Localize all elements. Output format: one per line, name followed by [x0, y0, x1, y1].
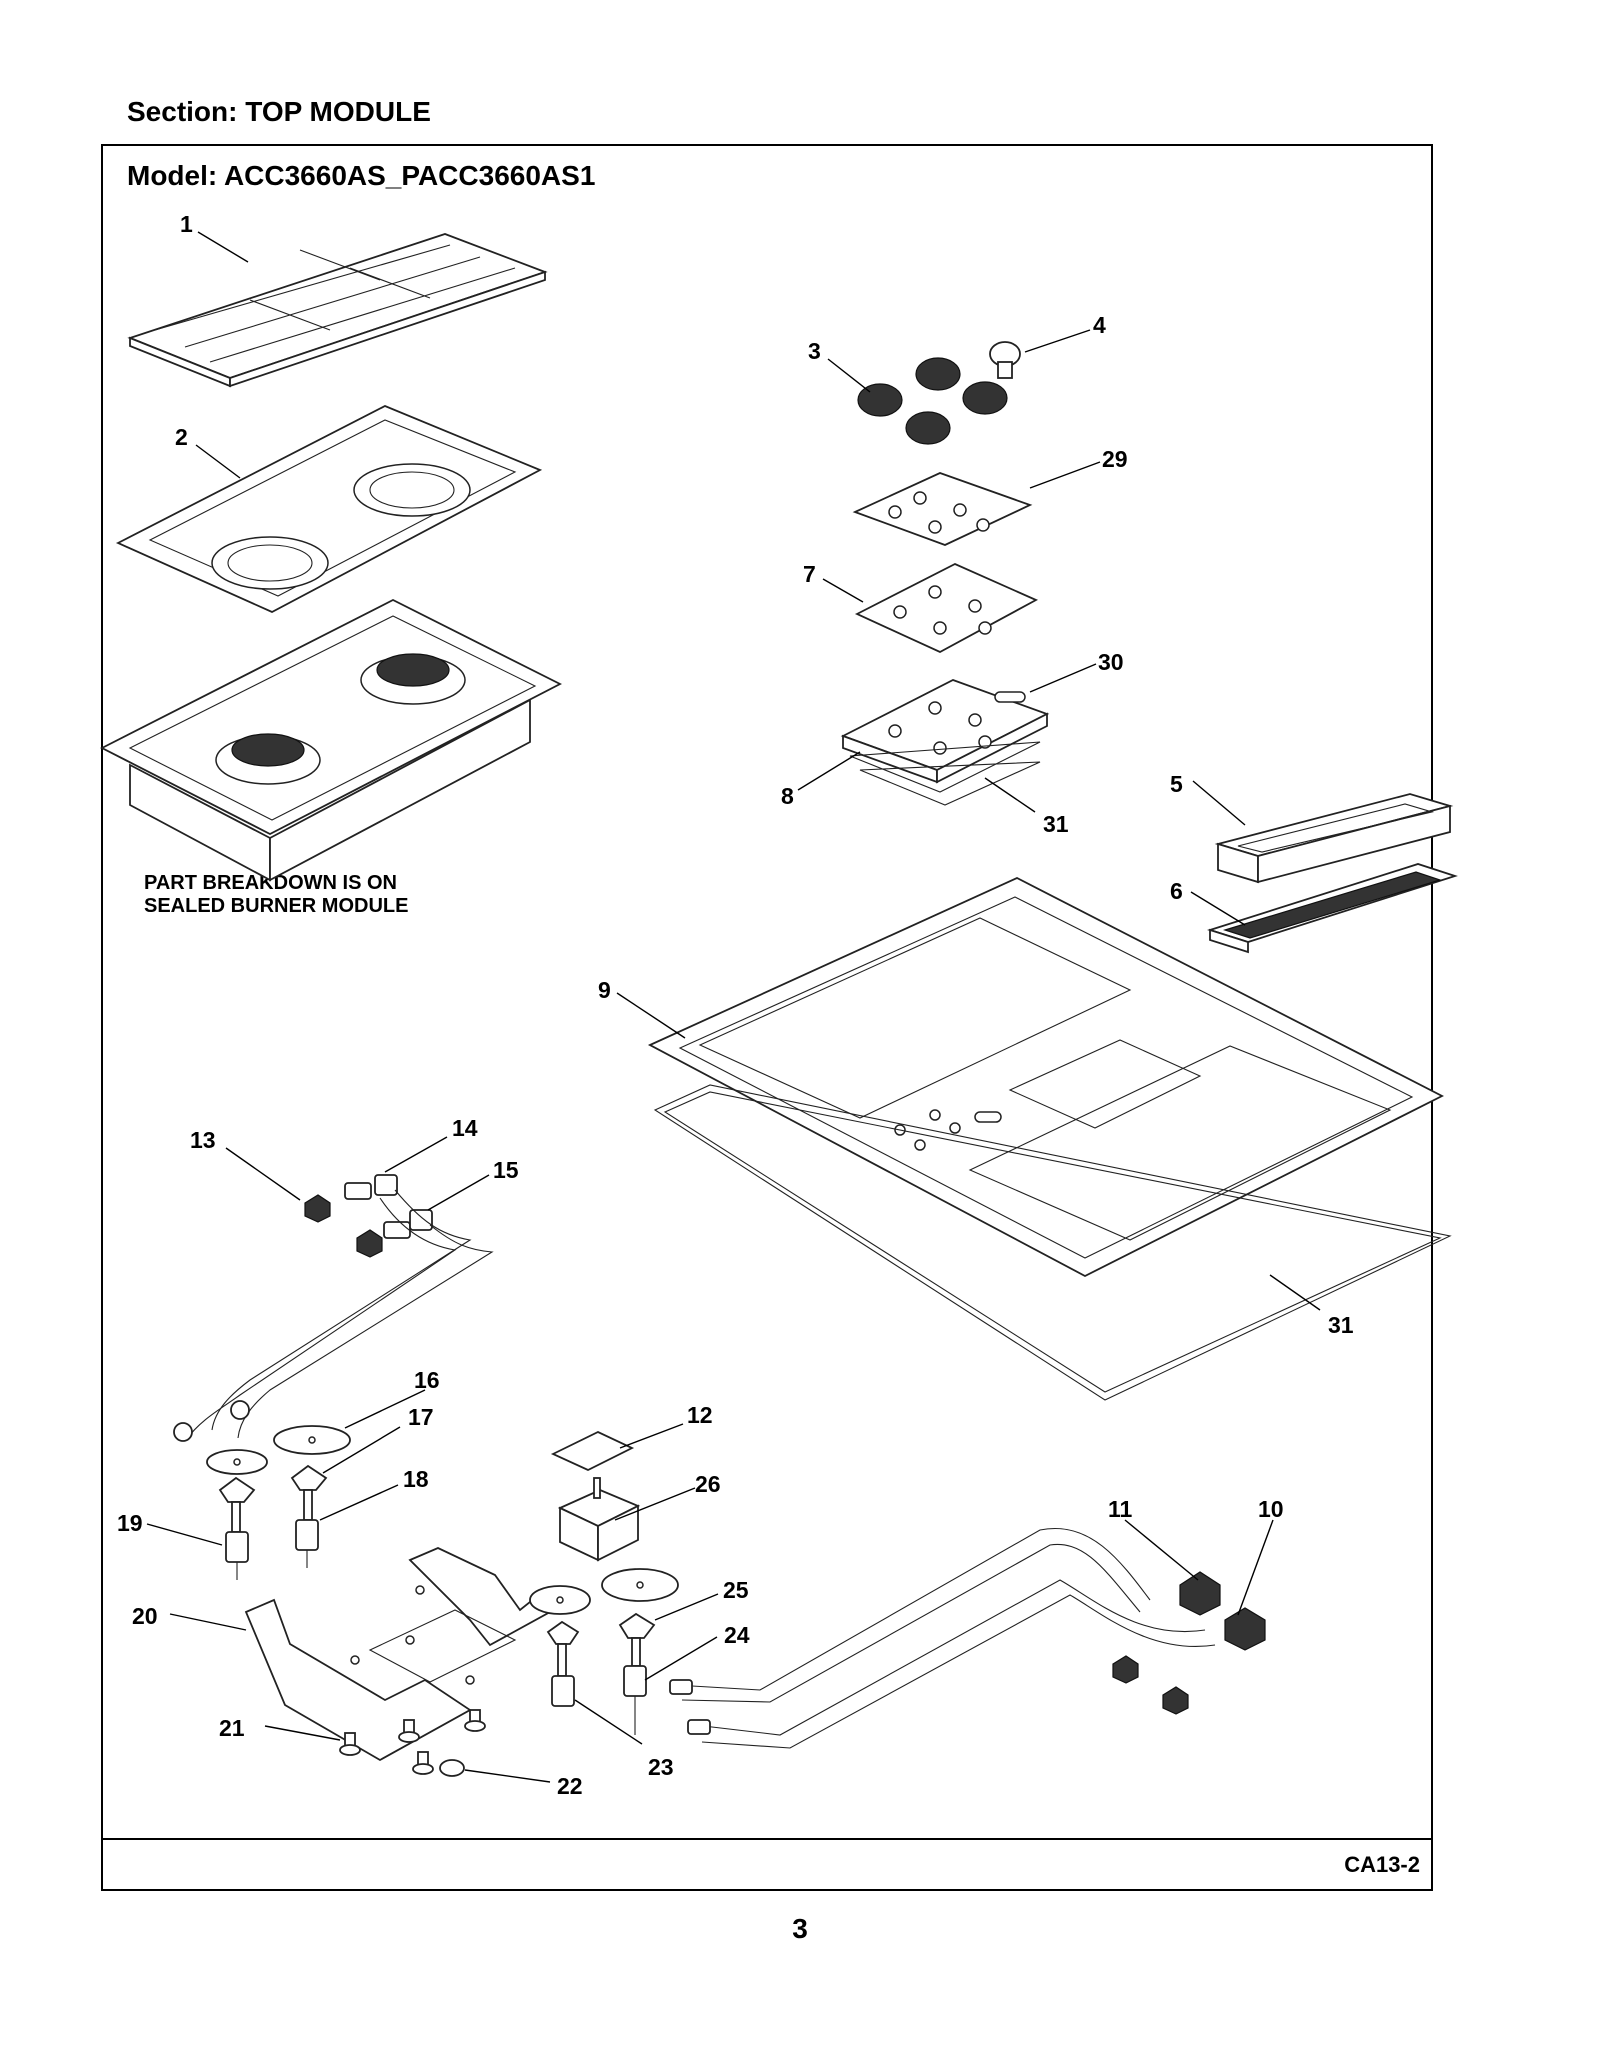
- part-left-valves: [206, 1425, 351, 1580]
- part-bracket: [244, 1547, 552, 1762]
- callout-7: 7: [803, 561, 816, 587]
- callout-2: 2: [175, 424, 188, 450]
- page-number: 3: [792, 1913, 808, 1944]
- callout-21: 21: [219, 1715, 245, 1741]
- callout-29: 29: [1102, 446, 1128, 472]
- model-title: Model: ACC3660AS_PACC3660AS1: [127, 160, 596, 191]
- part-gasket-29: [852, 472, 1033, 546]
- callout-25: 25: [723, 1577, 749, 1603]
- callout-13: 13: [190, 1127, 216, 1153]
- callout-18: 18: [403, 1466, 429, 1492]
- part-grate: [127, 233, 548, 388]
- callout-20: 20: [132, 1603, 158, 1629]
- callout-31-lower: 31: [1328, 1312, 1354, 1338]
- leader-lines: [146, 231, 1321, 1783]
- note-line-1: PART BREAKDOWN IS ON: [144, 872, 397, 894]
- callout-19: 19: [117, 1510, 143, 1536]
- callout-30: 30: [1098, 649, 1124, 675]
- callout-5: 5: [1170, 771, 1183, 797]
- part-breakdown-note: PART BREAKDOWN IS ON SEALED BURNER MODUL…: [144, 872, 408, 918]
- callout-10: 10: [1258, 1496, 1284, 1522]
- callout-12: 12: [687, 1402, 713, 1428]
- part-filter-housing: [1214, 793, 1454, 884]
- diagram-frame: [101, 144, 1433, 1891]
- callout-26: 26: [695, 1471, 721, 1497]
- part-left-tubing: [173, 1174, 494, 1442]
- part-control-panel: [840, 679, 1050, 806]
- part-right-tubing: [669, 1528, 1266, 1749]
- callout-4: 4: [1093, 312, 1106, 338]
- part-lower-gasket: [653, 1084, 1452, 1401]
- part-right-valves: [529, 1568, 679, 1735]
- part-screws: [339, 1709, 486, 1777]
- callout-1: 1: [180, 211, 193, 237]
- part-knobs: [857, 341, 1021, 445]
- callout-31-upper: 31: [1043, 811, 1069, 837]
- part-drip-tray: [115, 405, 543, 614]
- callout-3: 3: [808, 338, 821, 364]
- footer-divider: [101, 1838, 1433, 1840]
- section-title: Section: TOP MODULE: [127, 96, 431, 127]
- part-mesh-filter: [1207, 863, 1458, 954]
- callout-16: 16: [414, 1367, 440, 1393]
- callout-23: 23: [648, 1754, 674, 1780]
- callout-22: 22: [557, 1773, 583, 1799]
- diagram-code: CA13-2: [1344, 1852, 1420, 1877]
- part-plate-7: [854, 563, 1039, 654]
- callout-6: 6: [1170, 878, 1183, 904]
- part-burner-module: [100, 598, 562, 882]
- callout-17: 17: [408, 1404, 434, 1430]
- note-line-2: SEALED BURNER MODULE: [144, 895, 409, 917]
- callout-15: 15: [493, 1157, 519, 1183]
- callout-8: 8: [781, 783, 794, 809]
- callout-numbers: 1 2 3 4 29 7 30 8 31 5 6 9 13 14 15 31 1…: [117, 211, 1354, 1799]
- callout-14: 14: [452, 1115, 478, 1141]
- callout-24: 24: [724, 1622, 750, 1648]
- part-thermostat: [550, 1431, 641, 1562]
- callout-11: 11: [1108, 1496, 1133, 1522]
- callout-9: 9: [598, 977, 611, 1003]
- part-top-frame: [647, 877, 1444, 1278]
